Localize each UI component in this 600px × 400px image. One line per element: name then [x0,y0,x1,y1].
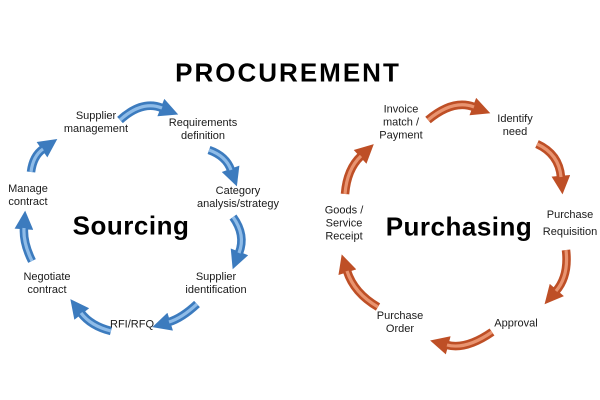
arrow-purchase-requisition-to-approval [544,249,571,305]
arrow-purchase-order-to-goods-receipt [338,254,381,311]
arrow-supplier-identification-to-rfi-rfq [152,300,200,331]
step-purchase-order: Purchase Order [376,310,424,335]
arrow-invoice-payment-to-identify-need [425,97,491,124]
step-invoice-match-payment: Invoice match / Payment [379,103,423,142]
step-negotiate-contract: Negotiate contract [23,271,71,296]
arrow-supplier-management-to-requirements-definition [117,98,179,124]
step-manage-contract: Manage contract [8,183,48,208]
arrow-requirements-definition-to-category-analysis [207,145,240,187]
arrow-goods-receipt-to-invoice-payment [340,144,374,195]
arrow-identify-need-to-purchase-requisition [535,140,571,195]
step-requirements-definition: Requirements definition [168,117,238,142]
step-supplier-management: Supplier management [63,110,129,135]
step-purchase-requisition: Purchase Requisition [542,208,598,238]
arrow-negotiate-contract-to-manage-contract [14,210,36,263]
step-supplier-identification: Supplier identification [185,271,247,296]
arrow-approval-to-purchase-order [430,328,495,355]
page-title: PROCUREMENT [175,57,401,88]
step-rfi-rfq: RFI/RFQ [110,318,154,331]
purchasing-cycle-title: Purchasing [385,211,533,242]
step-goods-service-receipt: Goods / Service Receipt [324,204,364,243]
step-identify-need: Identify need [497,113,533,138]
arrow-category-analysis-to-supplier-identification [229,214,249,270]
sourcing-cycle-title: Sourcing [72,210,190,241]
arrow-rfi-rfq-to-negotiate-contract [70,299,113,336]
step-category-analysis-strategy: Category analysis/strategy [197,185,279,210]
arrow-manage-contract-to-supplier-management [26,138,58,173]
step-approval: Approval [494,317,538,330]
